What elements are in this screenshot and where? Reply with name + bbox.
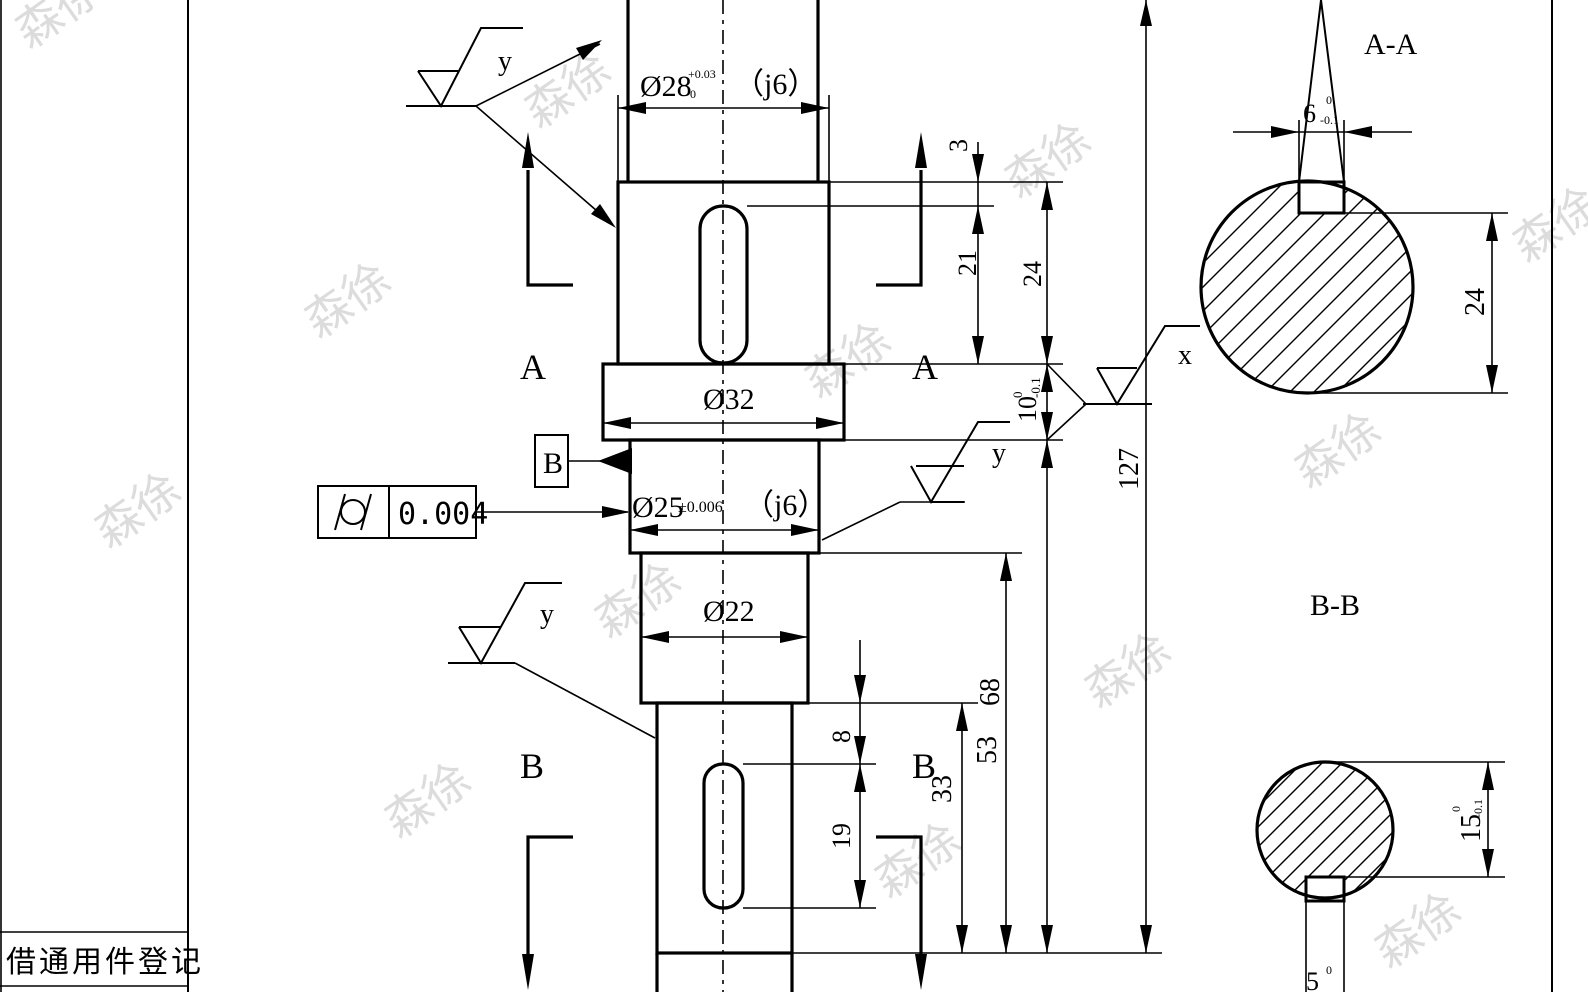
- dim-d22: [641, 631, 808, 643]
- dim-24: 24: [1018, 261, 1047, 287]
- surface-finish-right: [821, 421, 1010, 541]
- dim-total-length: [792, 0, 1162, 954]
- hatch-line: [1233, 181, 1413, 393]
- section-cut-b: [522, 835, 927, 990]
- dim-d32: [603, 417, 844, 429]
- d25-tol: ±0.006: [678, 499, 723, 516]
- registry-label: 借通用件登记: [6, 946, 204, 979]
- dim-10-lower: -0.1: [1028, 377, 1043, 398]
- d28-upper-tol: +0.03: [688, 67, 716, 81]
- hatch-line: [1201, 181, 1292, 393]
- watermark: 森徐: [1364, 881, 1470, 978]
- dim-53: 53: [972, 736, 1003, 764]
- surface-y-lower: y: [540, 599, 554, 630]
- datum-b-label: B: [543, 447, 563, 480]
- d32-label: Ø32: [703, 383, 755, 416]
- shaft-outline: [601, 0, 846, 992]
- surface-y-right: y: [992, 438, 1006, 469]
- surface-finish-x: [1083, 325, 1200, 406]
- hatch-line: [1329, 181, 1413, 393]
- bb-key-upper: 0: [1326, 963, 1332, 977]
- cylindricity-frame: [317, 485, 630, 539]
- d25-fit: （j6）: [744, 489, 827, 522]
- section-a-left: A: [520, 347, 546, 387]
- section-aa-title: A-A: [1364, 28, 1418, 61]
- cylindricity-value: 0.004: [398, 497, 488, 532]
- section-b-right: B: [912, 746, 936, 786]
- d28-lower-tol: 0: [690, 87, 696, 101]
- bb-key-width: 5: [1306, 967, 1319, 992]
- dim-68: 68: [975, 678, 1006, 706]
- hatch-line: [1100, 755, 1250, 905]
- watermark: 森徐: [1502, 176, 1588, 273]
- hatch-line: [1379, 762, 1393, 898]
- hatch-line: [1257, 762, 1291, 898]
- section-bb-view: [1100, 755, 1505, 992]
- watermark: 森徐: [514, 41, 620, 138]
- dim-10: 10: [1013, 396, 1042, 422]
- hatch-line: [1305, 181, 1413, 393]
- surface-y-top: y: [498, 46, 512, 77]
- datum-b-marker: [534, 434, 632, 488]
- dim-127: 127: [1114, 448, 1145, 490]
- d25-label: Ø25: [632, 491, 684, 524]
- dim-d25: [630, 524, 819, 536]
- aa-key-width: 6: [1303, 99, 1316, 128]
- bb-depth-lower: -0.1: [1471, 799, 1485, 818]
- aa-key-lower: -0.1: [1320, 113, 1339, 127]
- section-cut-a: [522, 132, 927, 287]
- drawing-frame: [0, 0, 1553, 992]
- hatch-line: [1279, 762, 1393, 898]
- hatch-line: [1257, 181, 1413, 393]
- hatch-line: [1201, 181, 1388, 393]
- d28-fit: （j6）: [734, 68, 817, 101]
- surface-finish-top: [406, 27, 616, 228]
- dim-3: 3: [944, 139, 973, 152]
- bb-depth: 15: [1456, 814, 1487, 842]
- dim-19: 19: [827, 823, 856, 849]
- watermark: 森徐: [1074, 621, 1180, 718]
- dim-keyway-a: [747, 142, 1087, 441]
- section-bb-title: B-B: [1310, 589, 1360, 622]
- dim-21: 21: [953, 250, 982, 276]
- hatch-line: [1339, 762, 1393, 898]
- d28-label: Ø28: [640, 70, 692, 103]
- section-b-left: B: [520, 746, 544, 786]
- dim-lower-shaft: [743, 440, 1053, 953]
- aa-key-upper: 0: [1326, 93, 1332, 107]
- hatch-line: [1257, 762, 1351, 898]
- dim-8: 8: [827, 730, 856, 743]
- dim-33: 33: [927, 775, 958, 803]
- hatch-line: [1257, 762, 1311, 898]
- watermark: 森徐: [864, 811, 970, 908]
- dim-d28: [617, 95, 830, 182]
- section-aa-view: [970, 0, 1508, 400]
- watermark: 森徐: [584, 551, 690, 648]
- watermark: 森徐: [5, 0, 111, 59]
- dim-10-upper: 0: [1010, 392, 1025, 399]
- hatch-line: [1257, 762, 1271, 898]
- surface-finish-lower: [448, 582, 656, 739]
- surface-x-label: x: [1178, 340, 1192, 371]
- aa-depth: 24: [1460, 288, 1491, 316]
- hatch-line: [1281, 181, 1413, 393]
- hatch-line: [970, 175, 1195, 400]
- bb-depth-upper: 0: [1449, 806, 1463, 812]
- hatch-line: [1257, 762, 1331, 898]
- watermark: 森徐: [84, 461, 190, 558]
- section-a-right: A: [912, 347, 938, 387]
- hatch-line: [1257, 762, 1371, 898]
- d22-label: Ø22: [703, 595, 755, 628]
- watermark: 森徐: [374, 751, 480, 848]
- watermark: 森徐: [794, 311, 900, 408]
- watermark: 森徐: [294, 251, 400, 348]
- watermark: 森徐: [1284, 401, 1390, 498]
